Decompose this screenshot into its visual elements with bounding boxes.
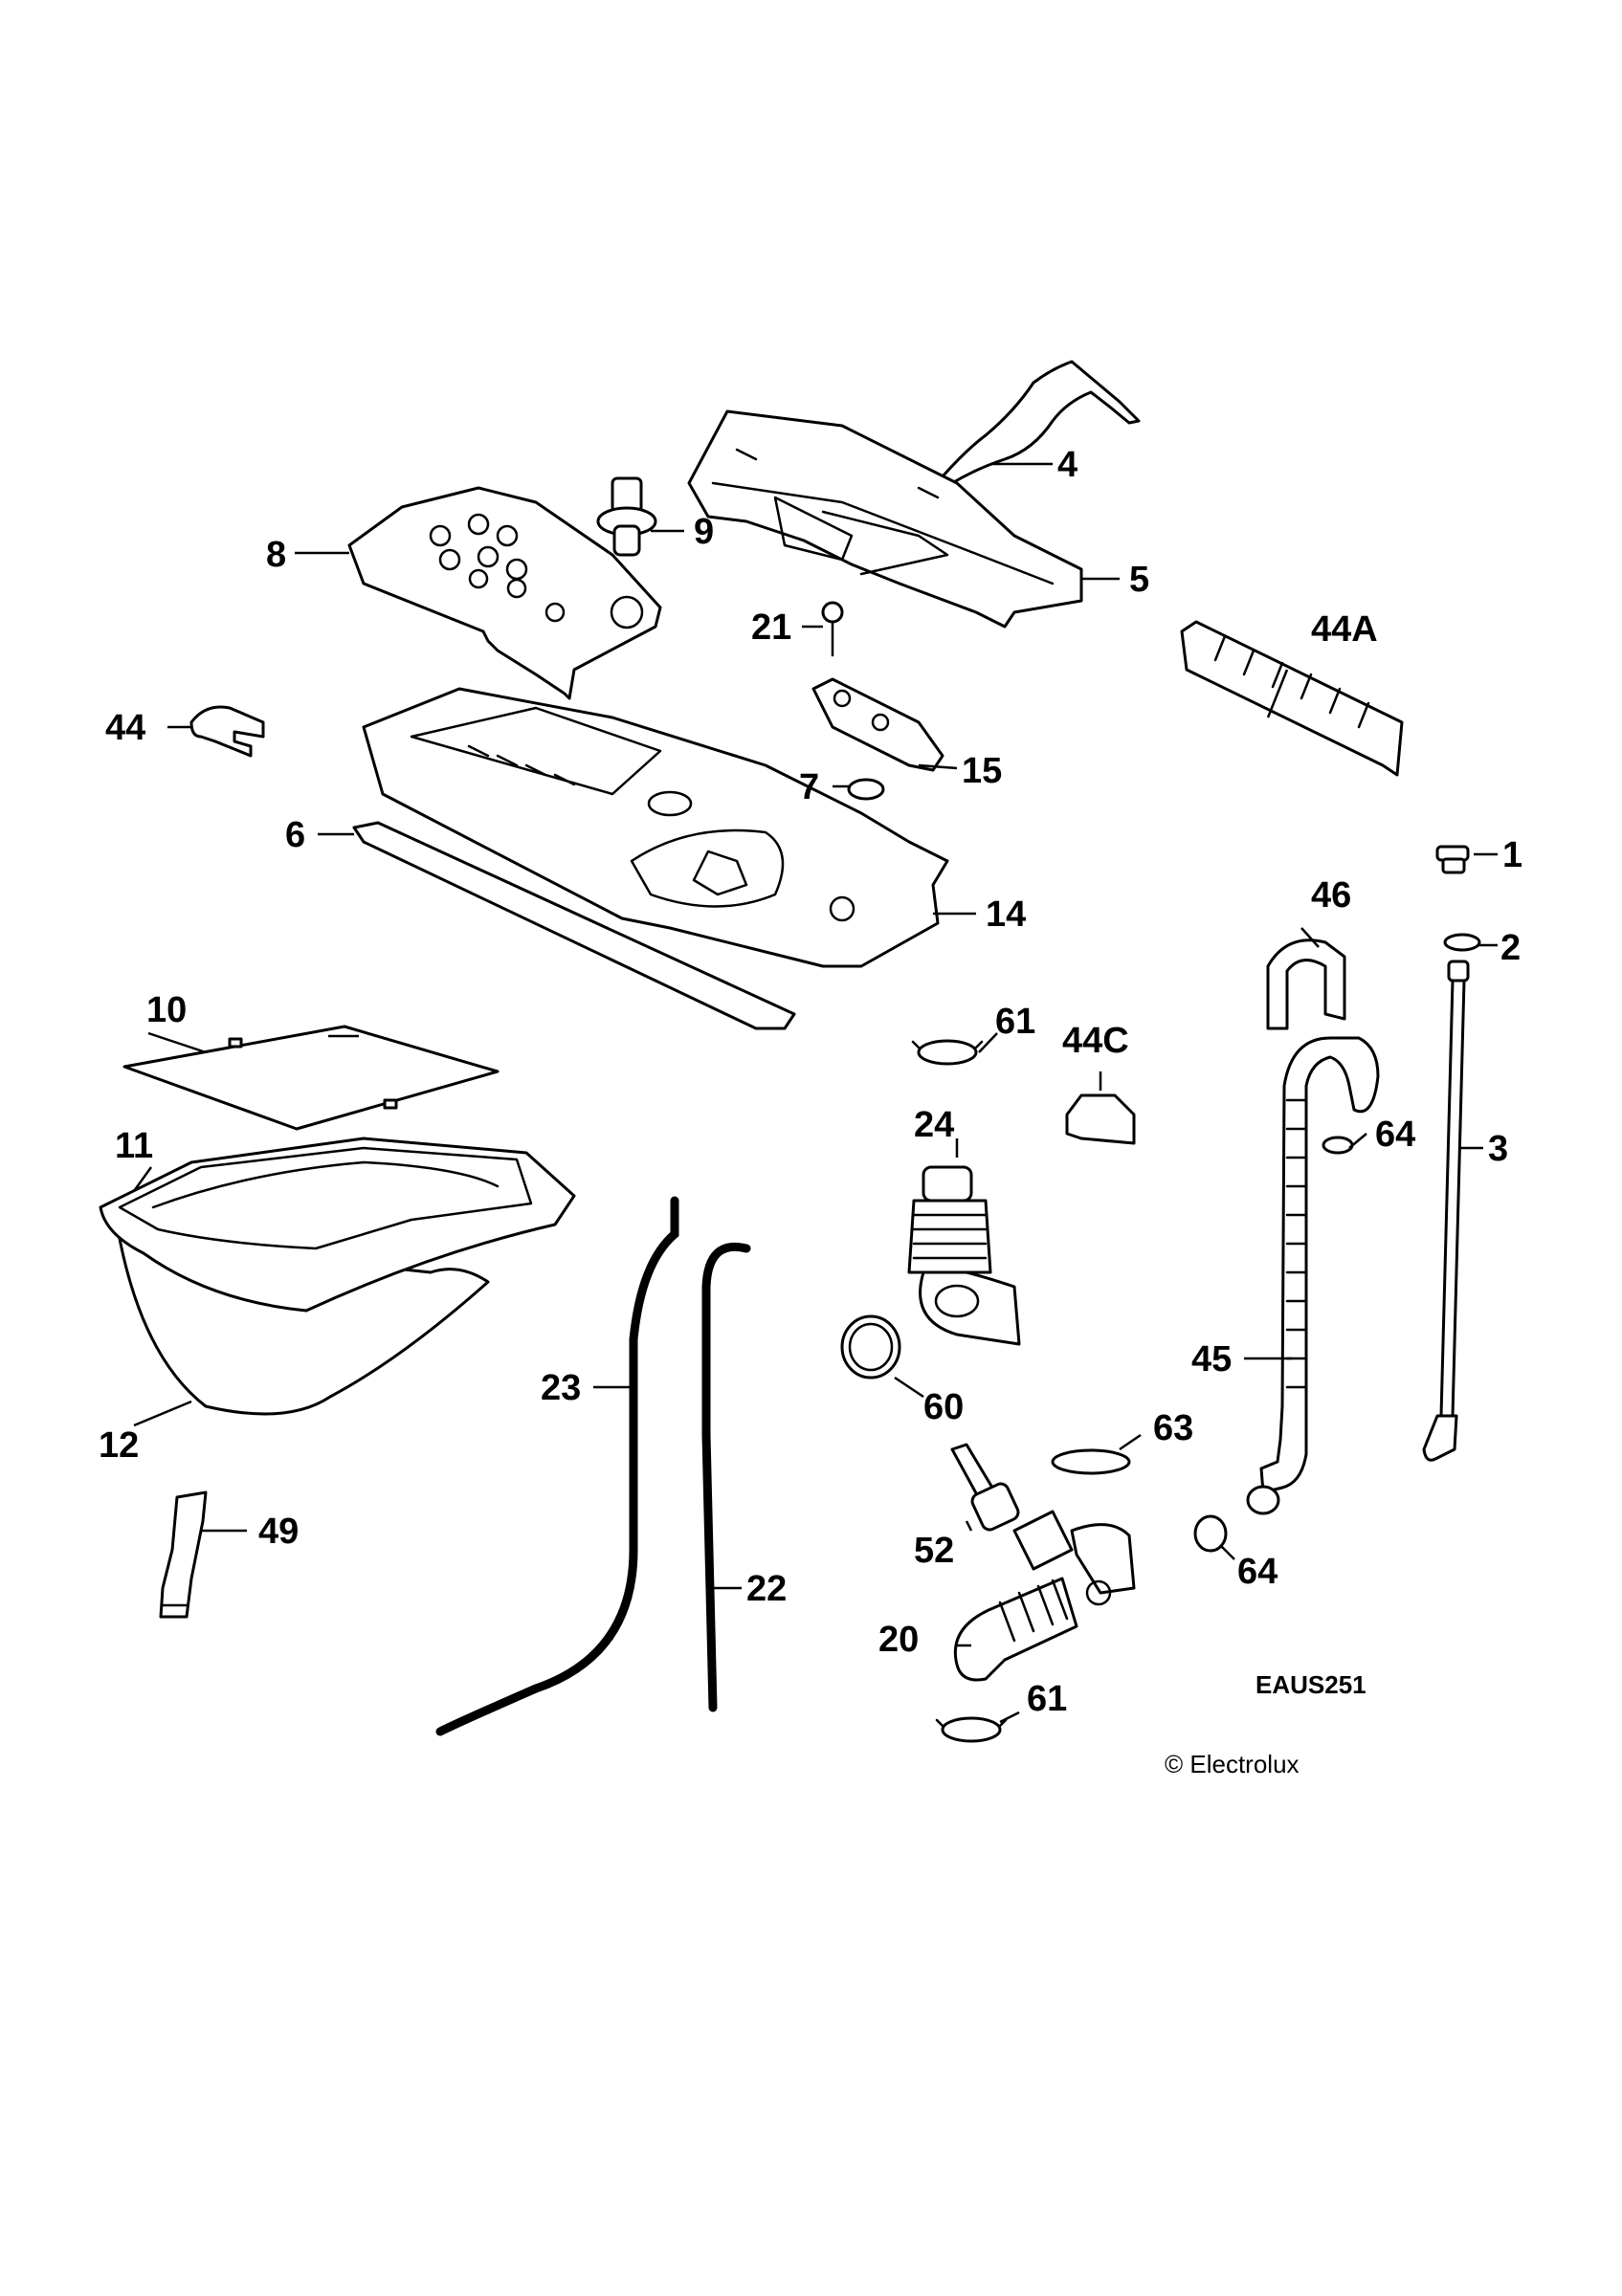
callout-10: 10: [146, 990, 187, 1030]
callout-22: 22: [746, 1569, 787, 1609]
callout-4: 4: [1057, 445, 1078, 485]
part-60-ring: [840, 1314, 901, 1380]
part-1-cap: [1435, 845, 1470, 874]
part-63-clamp-ring: [1051, 1448, 1131, 1475]
part-23-hose: [435, 1196, 679, 1736]
leader-lines: [132, 462, 1498, 1724]
callout-61-lower: 61: [1027, 1679, 1067, 1719]
part-20-drain-hose: [953, 1510, 1136, 1682]
callout-64-lower: 64: [1237, 1552, 1278, 1592]
callout-44a: 44A: [1311, 609, 1378, 650]
drawing-code: EAUS251: [1255, 1670, 1366, 1699]
callout-44c: 44C: [1062, 1021, 1129, 1061]
part-9-knob: [596, 476, 657, 557]
part-22-hose: [701, 1243, 751, 1712]
callout-20: 20: [878, 1620, 919, 1660]
callout-61-upper: 61: [995, 1002, 1035, 1042]
part-44A-rail-bracket: [1180, 620, 1404, 777]
callout-6: 6: [285, 815, 305, 855]
part-44-clip: [189, 705, 265, 758]
callout-45: 45: [1191, 1339, 1232, 1380]
callout-labels: 1 2 3 4 5 6 7 8 9 10 11 12 14 15 20 21 2…: [99, 445, 1522, 1719]
callout-52: 52: [914, 1531, 954, 1571]
part-6-strip: [352, 821, 796, 1030]
part-49-bracket: [159, 1490, 208, 1619]
callout-2: 2: [1500, 928, 1521, 968]
callout-60: 60: [923, 1387, 964, 1427]
callout-21: 21: [751, 607, 791, 648]
callout-64-upper: 64: [1375, 1115, 1415, 1155]
part-52-valve: [950, 1443, 1020, 1532]
callout-24: 24: [914, 1105, 954, 1145]
part-44C-clamp: [1065, 1093, 1136, 1145]
callout-14: 14: [986, 894, 1026, 935]
callout-11: 11: [115, 1126, 153, 1166]
callout-49: 49: [258, 1512, 299, 1552]
callout-5: 5: [1129, 560, 1149, 600]
part-5-dispenser-housing: [687, 409, 1083, 629]
callout-3: 3: [1488, 1129, 1508, 1169]
copyright-text: © Electrolux: [1165, 1750, 1300, 1778]
part-21-screw: [821, 601, 844, 657]
callout-63: 63: [1153, 1408, 1193, 1448]
part-61-ring-lower: [935, 1716, 1008, 1743]
part-3-fill-hose: [1422, 960, 1470, 1462]
part-7-o-ring: [847, 778, 885, 801]
callout-9: 9: [694, 512, 714, 552]
part-4-lever: [941, 360, 1141, 485]
part-10-lid: [122, 1025, 500, 1131]
callout-8: 8: [266, 535, 286, 575]
part-2-washer: [1443, 933, 1481, 952]
callout-23: 23: [541, 1368, 581, 1408]
callout-15: 15: [962, 751, 1002, 791]
part-15-bracket: [811, 677, 944, 772]
callout-46: 46: [1311, 875, 1351, 916]
part-8-control-panel: [347, 486, 662, 700]
part-45-corrugated-hose: [1246, 1036, 1380, 1515]
callout-1: 1: [1502, 835, 1522, 875]
callout-12: 12: [99, 1425, 139, 1466]
part-61-ring-upper: [911, 1039, 984, 1066]
callout-7: 7: [799, 767, 819, 807]
callout-44: 44: [105, 708, 145, 748]
part-46-hose-guide: [1266, 938, 1346, 1030]
part-24-bellows: [907, 1165, 1021, 1346]
part-11-12-tub: [99, 1137, 576, 1416]
part-64-ring-lower: [1193, 1514, 1228, 1553]
part-14-base-plate: [362, 687, 949, 968]
part-64-ring-upper: [1322, 1136, 1354, 1155]
